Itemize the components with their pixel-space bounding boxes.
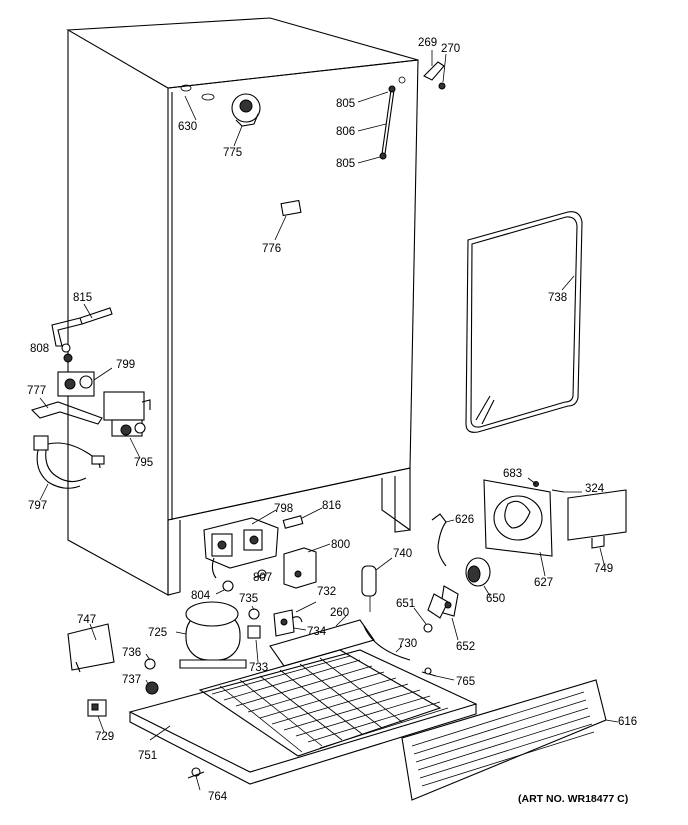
part-799 — [57, 367, 113, 397]
label-764: 764 — [208, 791, 228, 803]
label-733: 733 — [249, 662, 269, 674]
part-650-motor — [465, 557, 491, 597]
label-730: 730 — [398, 638, 418, 650]
part-747 — [67, 623, 115, 673]
part-816 — [282, 507, 323, 529]
part-738-gasket — [465, 211, 583, 433]
label-626: 626 — [455, 514, 475, 526]
label-777: 777 — [27, 385, 47, 397]
part-725-compressor — [175, 601, 247, 669]
part-777 — [30, 397, 103, 425]
label-800: 800 — [331, 539, 351, 551]
part-795 — [103, 391, 151, 459]
part-765 — [421, 667, 455, 681]
label-651: 651 — [396, 598, 416, 610]
part-732-734 — [273, 601, 317, 637]
label-808: 808 — [30, 343, 50, 355]
label-269: 269 — [418, 37, 438, 49]
label-749: 749 — [594, 563, 614, 575]
part-815 — [51, 303, 113, 347]
label-738: 738 — [548, 292, 568, 304]
label-805-bottom: 805 — [336, 158, 356, 170]
small-parts — [144, 580, 261, 695]
label-732: 732 — [317, 586, 337, 598]
part-630-clip — [180, 84, 215, 121]
label-815: 815 — [73, 292, 93, 304]
label-816: 816 — [322, 500, 342, 512]
label-804: 804 — [191, 590, 211, 602]
label-270: 270 — [441, 43, 461, 55]
label-260: 260 — [330, 607, 350, 619]
label-735: 735 — [239, 593, 259, 605]
label-736: 736 — [122, 647, 142, 659]
part-627-shroud — [483, 479, 553, 577]
part-806-rod — [357, 85, 396, 164]
part-616-grille — [401, 679, 619, 801]
part-776 — [274, 199, 302, 241]
label-652: 652 — [456, 641, 476, 653]
part-626 — [431, 513, 455, 567]
label-324: 324 — [585, 483, 605, 495]
part-740 — [361, 557, 393, 612]
label-627: 627 — [534, 577, 554, 589]
part-797-harness — [33, 435, 105, 501]
label-729: 729 — [95, 731, 115, 743]
label-807: 807 — [253, 572, 273, 584]
art-number: (ART NO. WR18477 C) — [518, 793, 629, 805]
label-616: 616 — [618, 716, 638, 728]
cabinet-back — [66, 17, 419, 596]
label-734: 734 — [307, 626, 327, 638]
label-805-top: 805 — [336, 98, 356, 110]
part-683-324 — [527, 477, 582, 493]
label-751: 751 — [138, 750, 158, 762]
part-651-652-fan — [413, 585, 459, 641]
part-775 — [231, 93, 261, 147]
label-737: 737 — [122, 674, 142, 686]
label-797: 797 — [28, 500, 48, 512]
label-799: 799 — [116, 359, 136, 371]
label-798: 798 — [274, 503, 294, 515]
part-800 — [283, 543, 331, 589]
part-269-270 — [423, 50, 447, 90]
label-775: 775 — [223, 147, 243, 159]
label-740: 740 — [393, 548, 413, 560]
part-749 — [567, 489, 627, 565]
label-795: 795 — [134, 457, 154, 469]
label-806: 806 — [336, 126, 356, 138]
label-776: 776 — [262, 243, 282, 255]
part-808 — [61, 343, 73, 363]
label-765: 765 — [456, 676, 476, 688]
label-650: 650 — [486, 593, 506, 605]
label-630: 630 — [178, 121, 198, 133]
part-729 — [87, 699, 107, 733]
label-683: 683 — [503, 468, 523, 480]
part-798-assembly — [203, 509, 279, 579]
label-747: 747 — [77, 614, 97, 626]
label-725: 725 — [148, 627, 168, 639]
part-condenser — [128, 613, 478, 791]
